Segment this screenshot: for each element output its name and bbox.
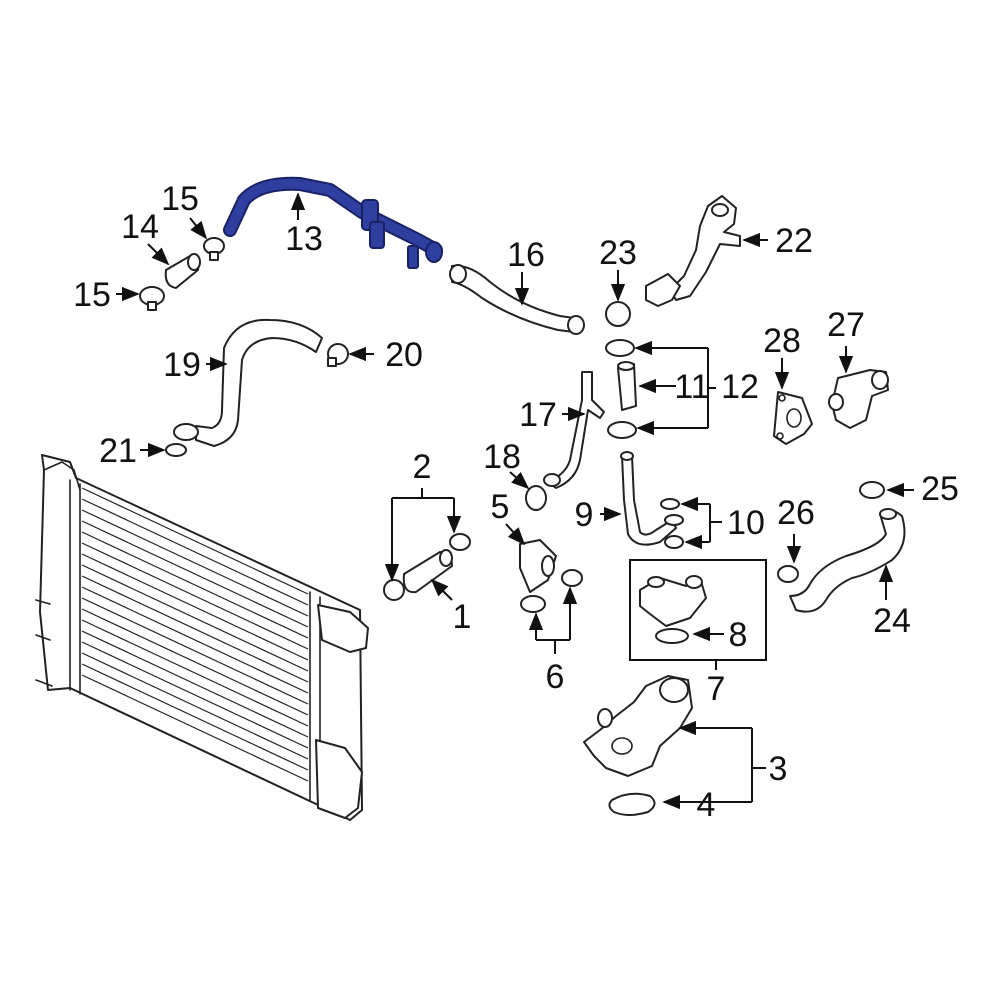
radiator-fin-line (81, 575, 309, 683)
radiator-fin-line (81, 597, 309, 705)
callout-12[interactable]: 12 (721, 368, 759, 406)
radiator-fin-line (81, 586, 309, 694)
callout-14[interactable]: 14 (121, 208, 159, 246)
valve-27[interactable] (828, 369, 889, 429)
seal-10-middle[interactable] (664, 514, 684, 526)
seal-18[interactable] (525, 485, 547, 511)
callout-28[interactable]: 28 (763, 322, 801, 360)
clamp-20[interactable] (327, 343, 349, 367)
callout-3[interactable]: 3 (769, 750, 788, 788)
callout-8[interactable]: 8 (729, 616, 748, 654)
callout-23[interactable]: 23 (599, 234, 637, 272)
callout-15-lower[interactable]: 15 (73, 276, 111, 314)
callout-13[interactable]: 13 (285, 220, 323, 258)
radiator-fin-line (81, 630, 309, 738)
pipe-22[interactable] (645, 195, 741, 307)
callout-1[interactable]: 1 (453, 598, 472, 636)
callout-10[interactable]: 10 (727, 504, 765, 542)
hose-5[interactable] (519, 539, 557, 593)
kit-box-7 (629, 559, 767, 661)
radiator-fin-line (81, 641, 309, 749)
clamp-12-upper[interactable] (605, 339, 635, 357)
radiator-fin-line (81, 531, 309, 639)
leader-lines (116, 192, 914, 810)
hose-16[interactable] (449, 264, 585, 335)
hose-19[interactable] (173, 318, 323, 447)
bracket-28[interactable] (773, 391, 813, 445)
seal-10-upper[interactable] (660, 498, 680, 510)
callout-27[interactable]: 27 (827, 306, 865, 344)
water-pump-3[interactable] (583, 675, 693, 777)
pipe-17[interactable] (543, 371, 605, 489)
radiator-fin-line (81, 542, 309, 650)
callout-26[interactable]: 26 (777, 494, 815, 532)
hose-1[interactable] (402, 549, 453, 594)
clamp-6-lower[interactable] (520, 595, 546, 613)
callout-4[interactable]: 4 (697, 786, 716, 824)
thermostat-housing-7[interactable] (639, 575, 707, 627)
seal-21[interactable] (165, 443, 187, 457)
clamp-26[interactable] (777, 565, 799, 583)
radiator-fin-line (81, 509, 309, 617)
clamp-15-upper[interactable] (203, 237, 225, 261)
radiator-fin-line (81, 553, 309, 661)
callout-19[interactable]: 19 (163, 346, 201, 384)
callout-16[interactable]: 16 (507, 236, 545, 274)
callout-9[interactable]: 9 (575, 496, 594, 534)
clamp-15-lower[interactable] (139, 286, 165, 311)
callout-25[interactable]: 25 (921, 470, 959, 508)
hose-11[interactable] (617, 361, 637, 411)
radiator-fin-line (81, 608, 309, 716)
radiator-fin-line (81, 619, 309, 727)
callout-11[interactable]: 11 (674, 368, 709, 406)
callout-17[interactable]: 17 (519, 396, 557, 434)
radiator-assembly (35, 454, 369, 821)
radiator-fin-line (81, 564, 309, 672)
callout-22[interactable]: 22 (775, 222, 813, 260)
callout-7[interactable]: 7 (707, 670, 726, 708)
radiator-fins (81, 487, 309, 782)
clamp-2-lower[interactable] (383, 579, 405, 601)
callout-2[interactable]: 2 (413, 448, 432, 486)
gasket-8[interactable] (655, 628, 689, 644)
radiator-fin-line (81, 652, 309, 760)
hose-14[interactable] (164, 253, 201, 289)
radiator-fin-line (81, 498, 309, 606)
callout-labels: 1 2 3 4 5 6 7 8 9 10 11 12 13 14 15 15 1… (73, 180, 959, 824)
radiator-fin-line (81, 674, 309, 782)
clamp-25[interactable] (859, 481, 885, 499)
radiator-fin-line (81, 663, 309, 771)
seal-23[interactable] (605, 301, 631, 327)
callout-18[interactable]: 18 (483, 438, 521, 476)
callout-15-upper[interactable]: 15 (161, 180, 199, 218)
clamp-12-lower[interactable] (607, 421, 637, 439)
callout-20[interactable]: 20 (385, 336, 423, 374)
callout-21[interactable]: 21 (99, 432, 137, 470)
radiator-fin-line (81, 520, 309, 628)
seal-10-lower[interactable] (664, 535, 684, 549)
callout-6[interactable]: 6 (546, 658, 565, 696)
clamp-6-right[interactable] (561, 569, 583, 587)
callout-24[interactable]: 24 (873, 602, 911, 640)
coolant-pipe-13-highlighted[interactable] (223, 176, 443, 269)
callout-5[interactable]: 5 (491, 488, 510, 526)
gasket-4[interactable] (608, 792, 656, 816)
clamp-2-upper[interactable] (449, 533, 471, 551)
radiator-fin-line (81, 487, 309, 595)
hose-24[interactable] (789, 508, 906, 613)
